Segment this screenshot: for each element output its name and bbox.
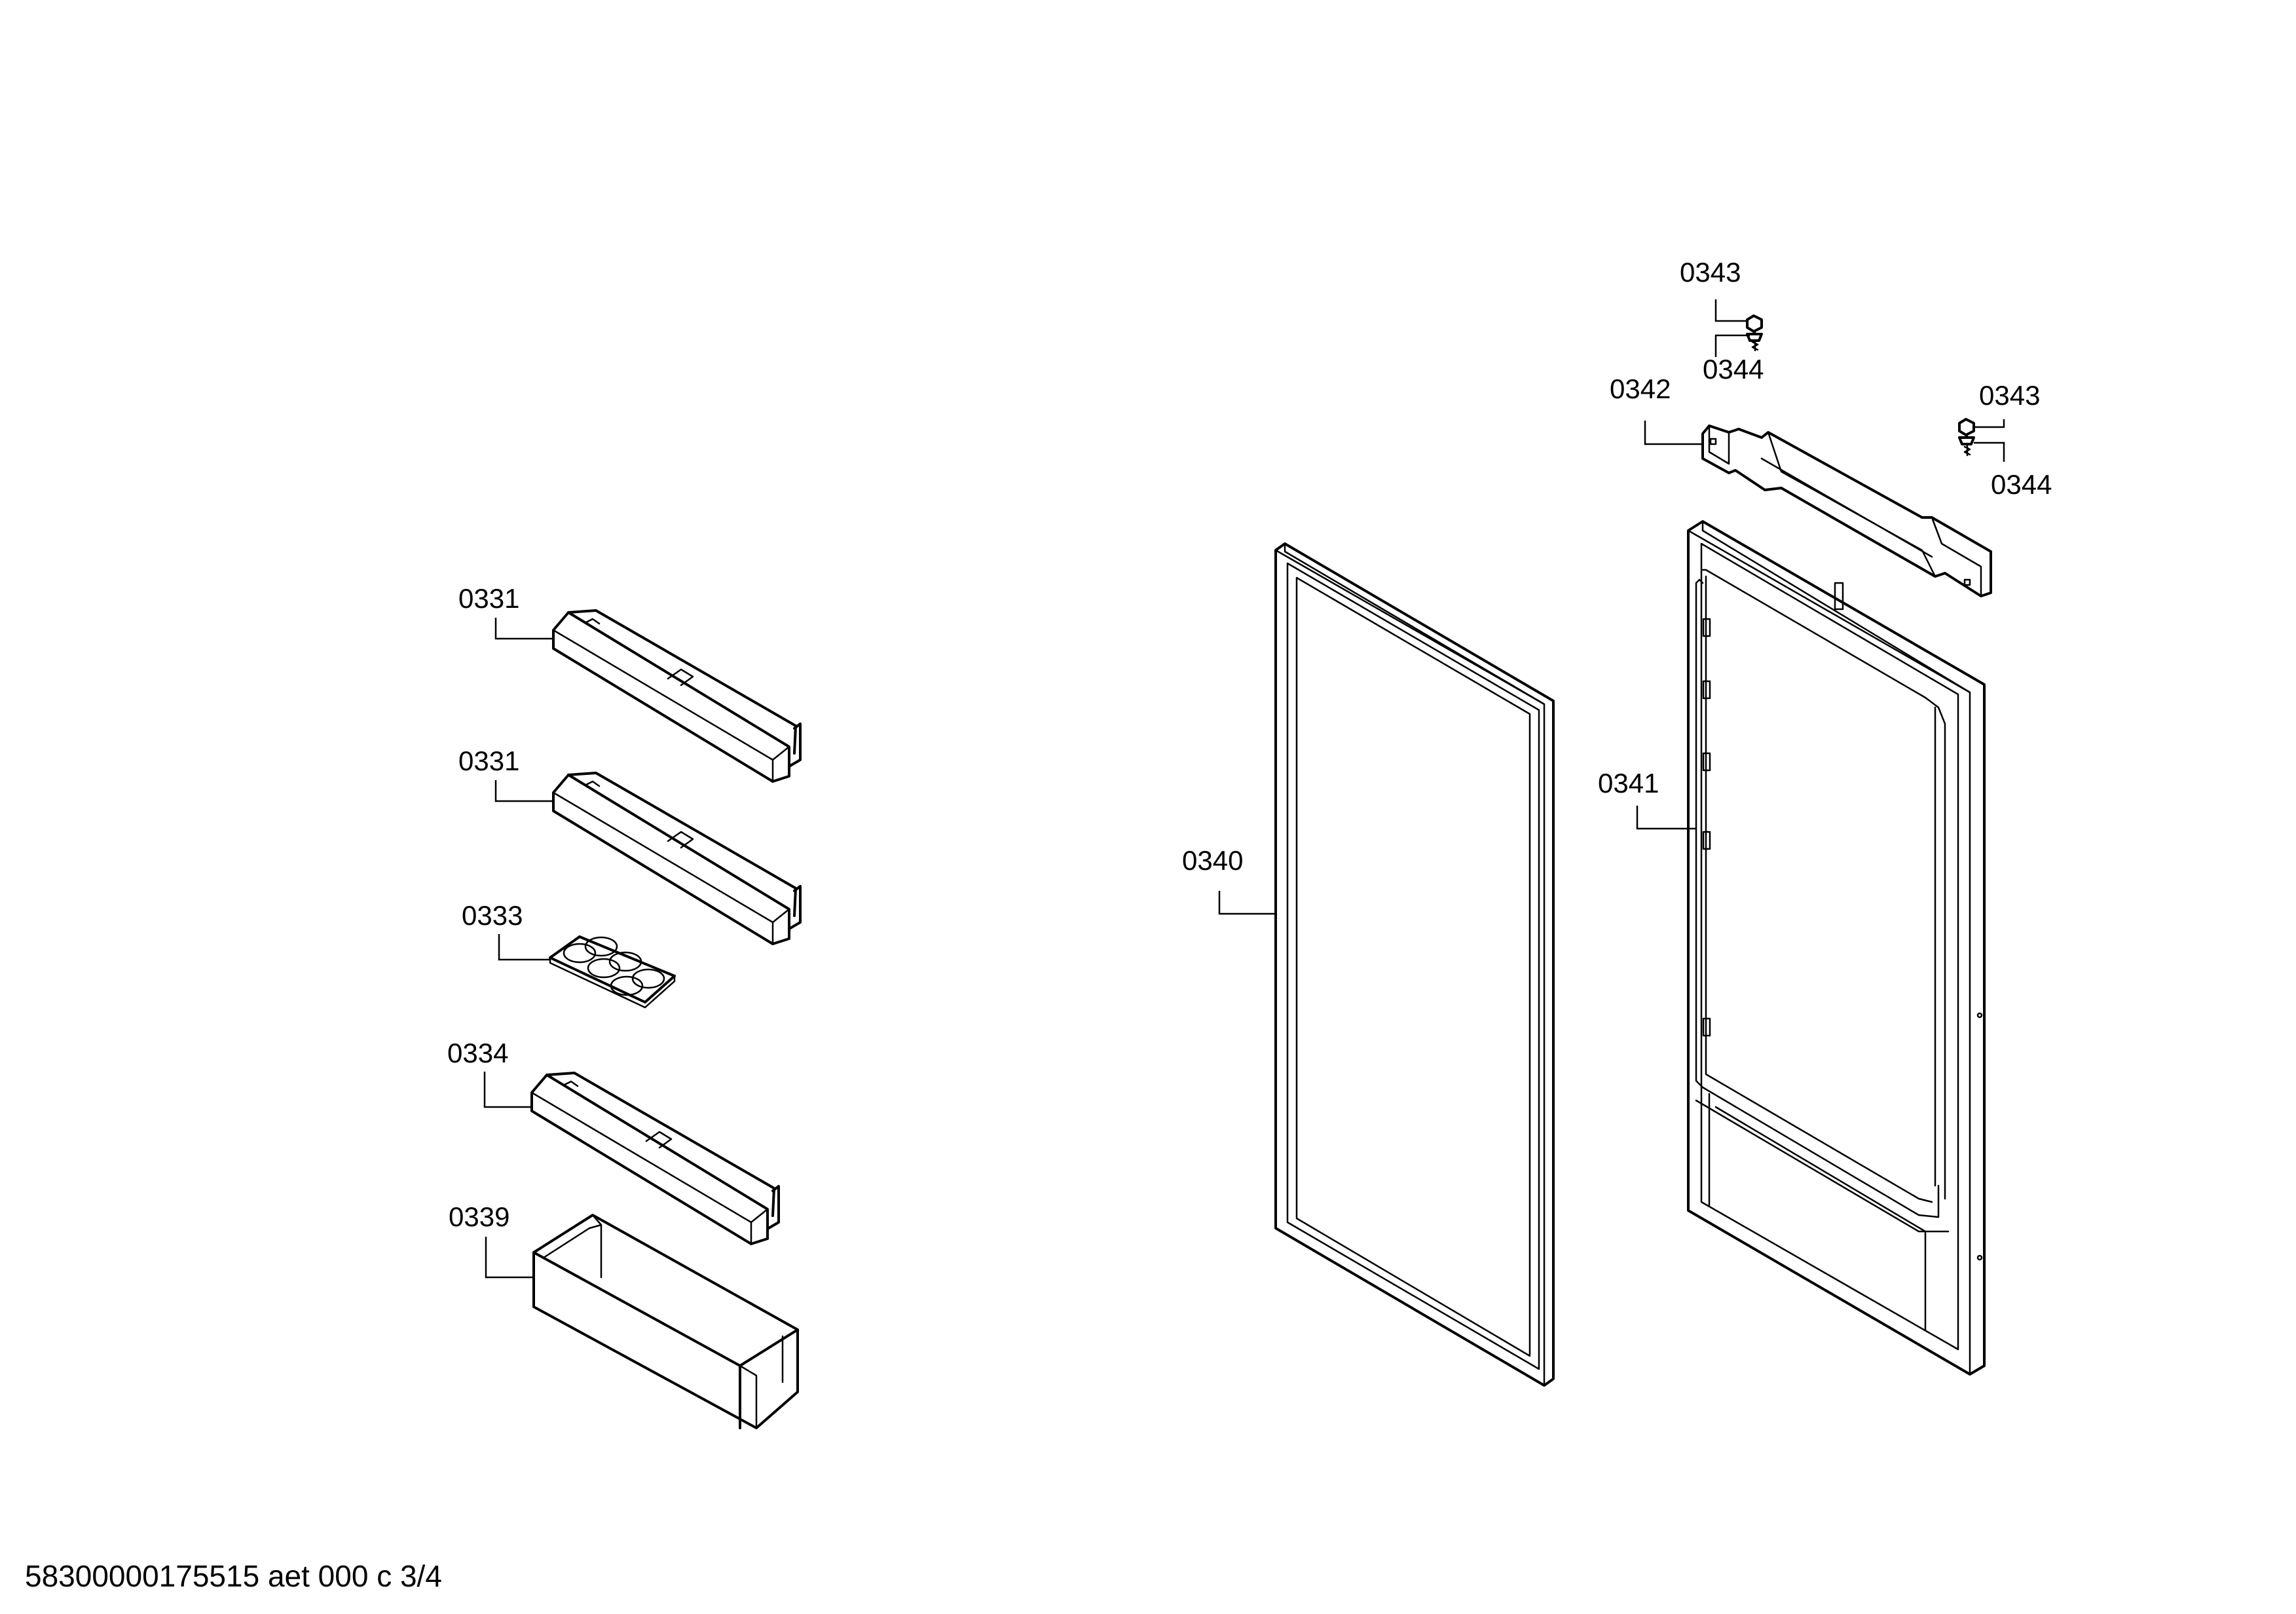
leader-0344-upper <box>1714 334 1750 357</box>
nut-screw-set-upper <box>1746 314 1763 352</box>
label-0340: 0340 <box>1182 845 1243 876</box>
label-0339: 0339 <box>449 1201 509 1232</box>
door-gasket-0340 <box>1274 542 1555 1387</box>
bottle-box-0339 <box>532 1214 799 1429</box>
label-0344-upper: 0344 <box>1703 354 1764 385</box>
label-0344-right: 0344 <box>1991 469 2052 500</box>
leader-0340 <box>1218 891 1276 915</box>
label-0343-right: 0343 <box>1979 380 2040 411</box>
leader-0333 <box>498 934 550 961</box>
label-0334: 0334 <box>447 1038 508 1068</box>
drawing-reference-footer: 58300000175515 aet 000 c 3/4 <box>25 1559 442 1593</box>
leader-0331-top <box>494 618 553 640</box>
label-0331-second: 0331 <box>458 745 519 776</box>
label-0331-top: 0331 <box>458 583 519 614</box>
label-0333: 0333 <box>462 900 523 931</box>
label-0341: 0341 <box>1598 768 1659 798</box>
door-panel-0341 <box>1687 520 1986 1376</box>
door-shelf-0331-second <box>552 772 802 945</box>
label-0342: 0342 <box>1610 373 1671 404</box>
leader-0344-right <box>1974 441 2005 462</box>
leader-0343-right <box>1974 419 2005 428</box>
door-shelf-0331-top <box>552 609 802 783</box>
door-shelf-0334 <box>530 1072 780 1245</box>
hinge-bracket-0342 <box>1701 424 1992 597</box>
leader-0342 <box>1644 421 1703 445</box>
leader-0334 <box>483 1072 532 1108</box>
leader-0341 <box>1636 806 1696 830</box>
leader-lines <box>483 299 2005 1279</box>
leader-0331-second <box>494 780 553 802</box>
label-0343-upper: 0343 <box>1680 257 1741 288</box>
egg-tray-0333 <box>549 935 676 1009</box>
nut-screw-set-right <box>1958 418 1975 457</box>
leader-0343-upper <box>1714 299 1747 322</box>
leader-0339 <box>485 1237 534 1279</box>
